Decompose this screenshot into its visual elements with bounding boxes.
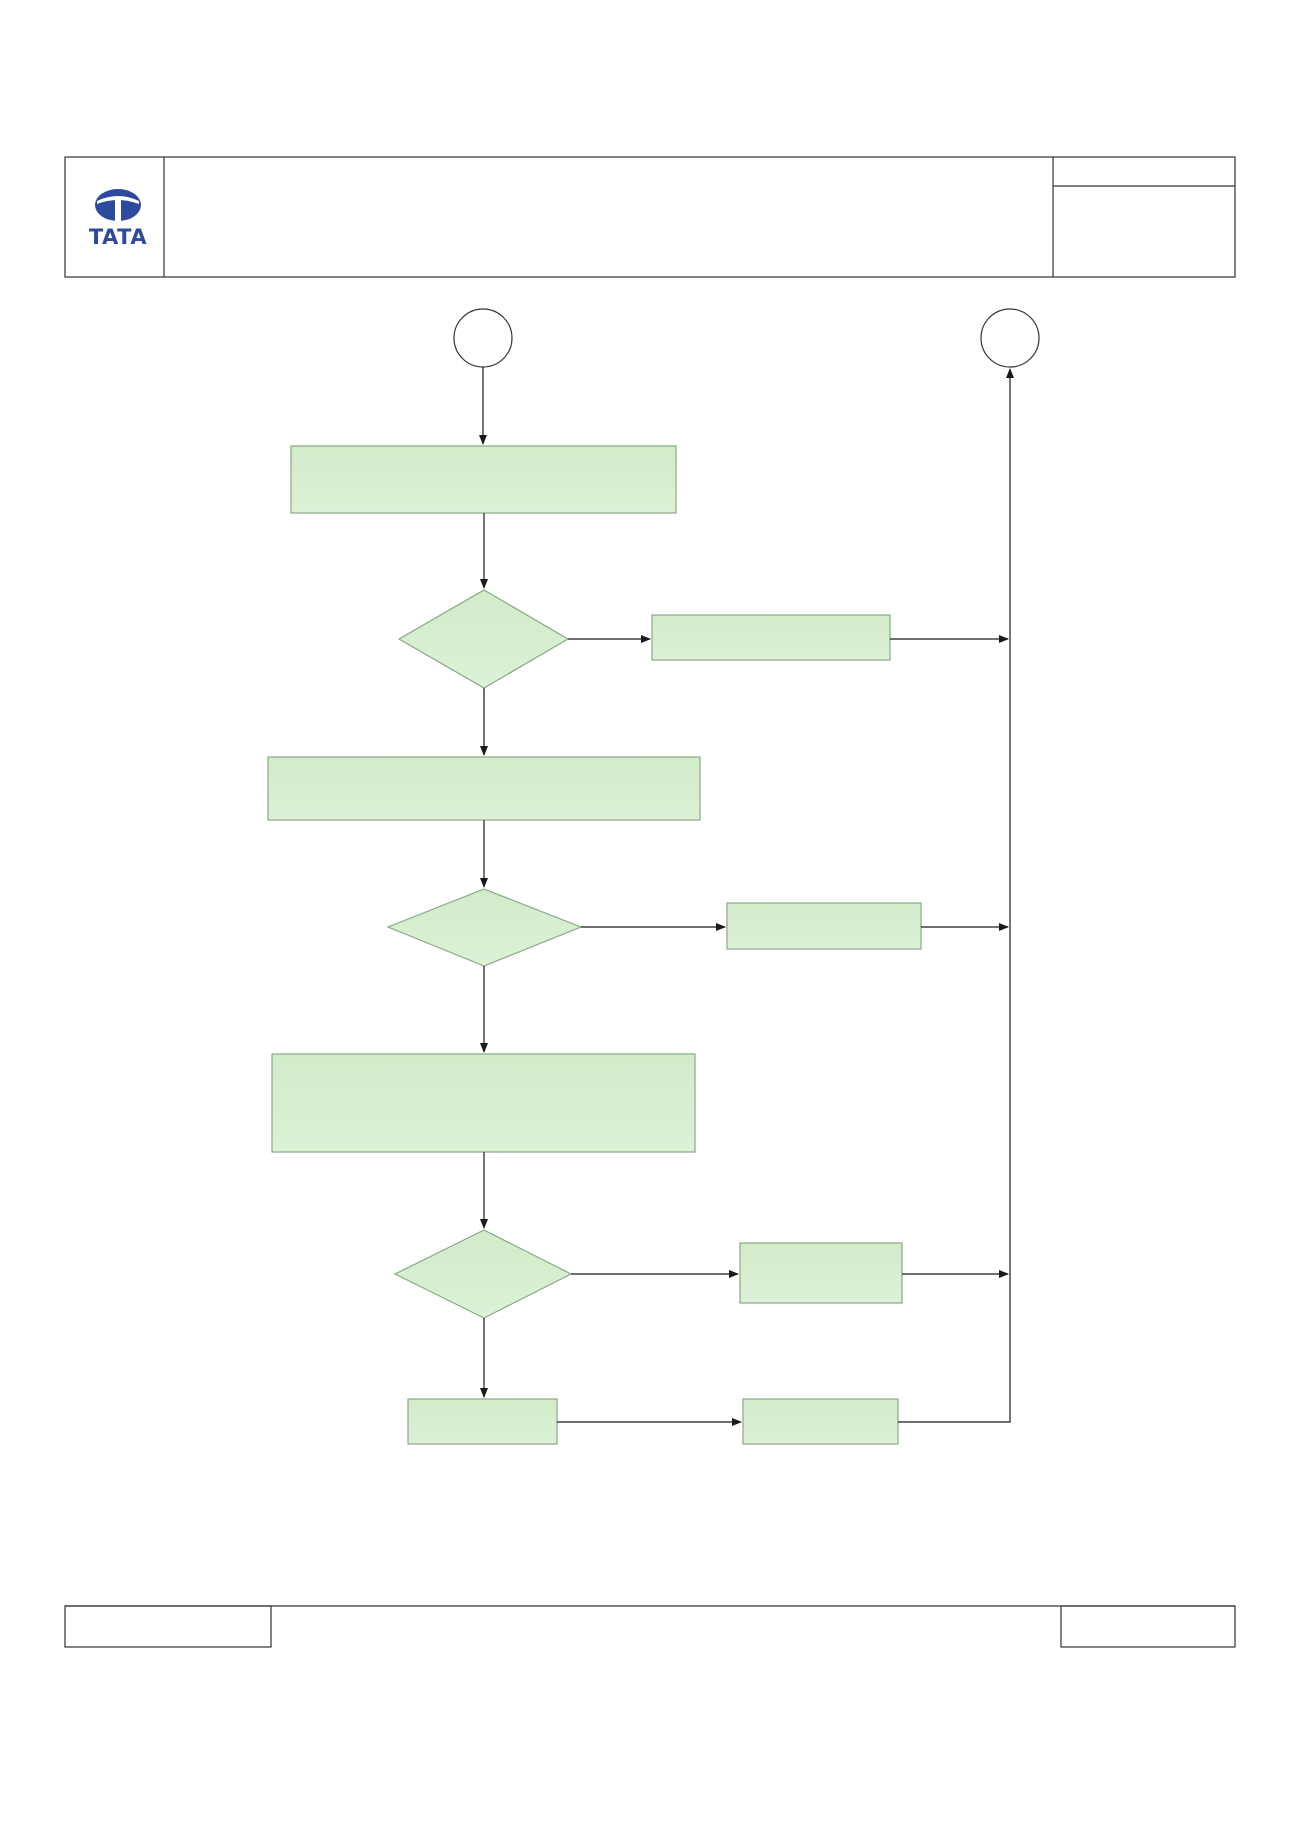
- side-process-box-3[interactable]: [739, 1242, 903, 1304]
- footer-right-cell: [1060, 1605, 1236, 1648]
- side-process-box-2[interactable]: [726, 902, 922, 950]
- side-process-box-1[interactable]: [651, 614, 891, 661]
- return-line-to-end-connector: [898, 368, 1014, 1423]
- tata-t-emblem-icon: [95, 189, 141, 221]
- process-box-3[interactable]: [271, 1053, 696, 1153]
- footer-left-cell: [64, 1605, 272, 1648]
- header-frame: [64, 156, 1236, 278]
- tata-logo: TATA: [89, 189, 148, 249]
- header-block: TATA: [64, 156, 1236, 278]
- process-box-1[interactable]: [290, 445, 677, 514]
- decision-diamond-3[interactable]: [393, 1229, 573, 1319]
- logo-text: TATA: [89, 225, 148, 249]
- process-box-4[interactable]: [407, 1398, 558, 1445]
- start-connector[interactable]: [453, 308, 513, 368]
- decision-diamond-1[interactable]: [397, 589, 570, 689]
- side-process-box-4[interactable]: [742, 1398, 899, 1445]
- footer-block: [64, 1605, 1236, 1648]
- end-connector[interactable]: [980, 308, 1040, 368]
- decision-diamond-2[interactable]: [386, 888, 583, 967]
- process-box-2[interactable]: [267, 756, 701, 821]
